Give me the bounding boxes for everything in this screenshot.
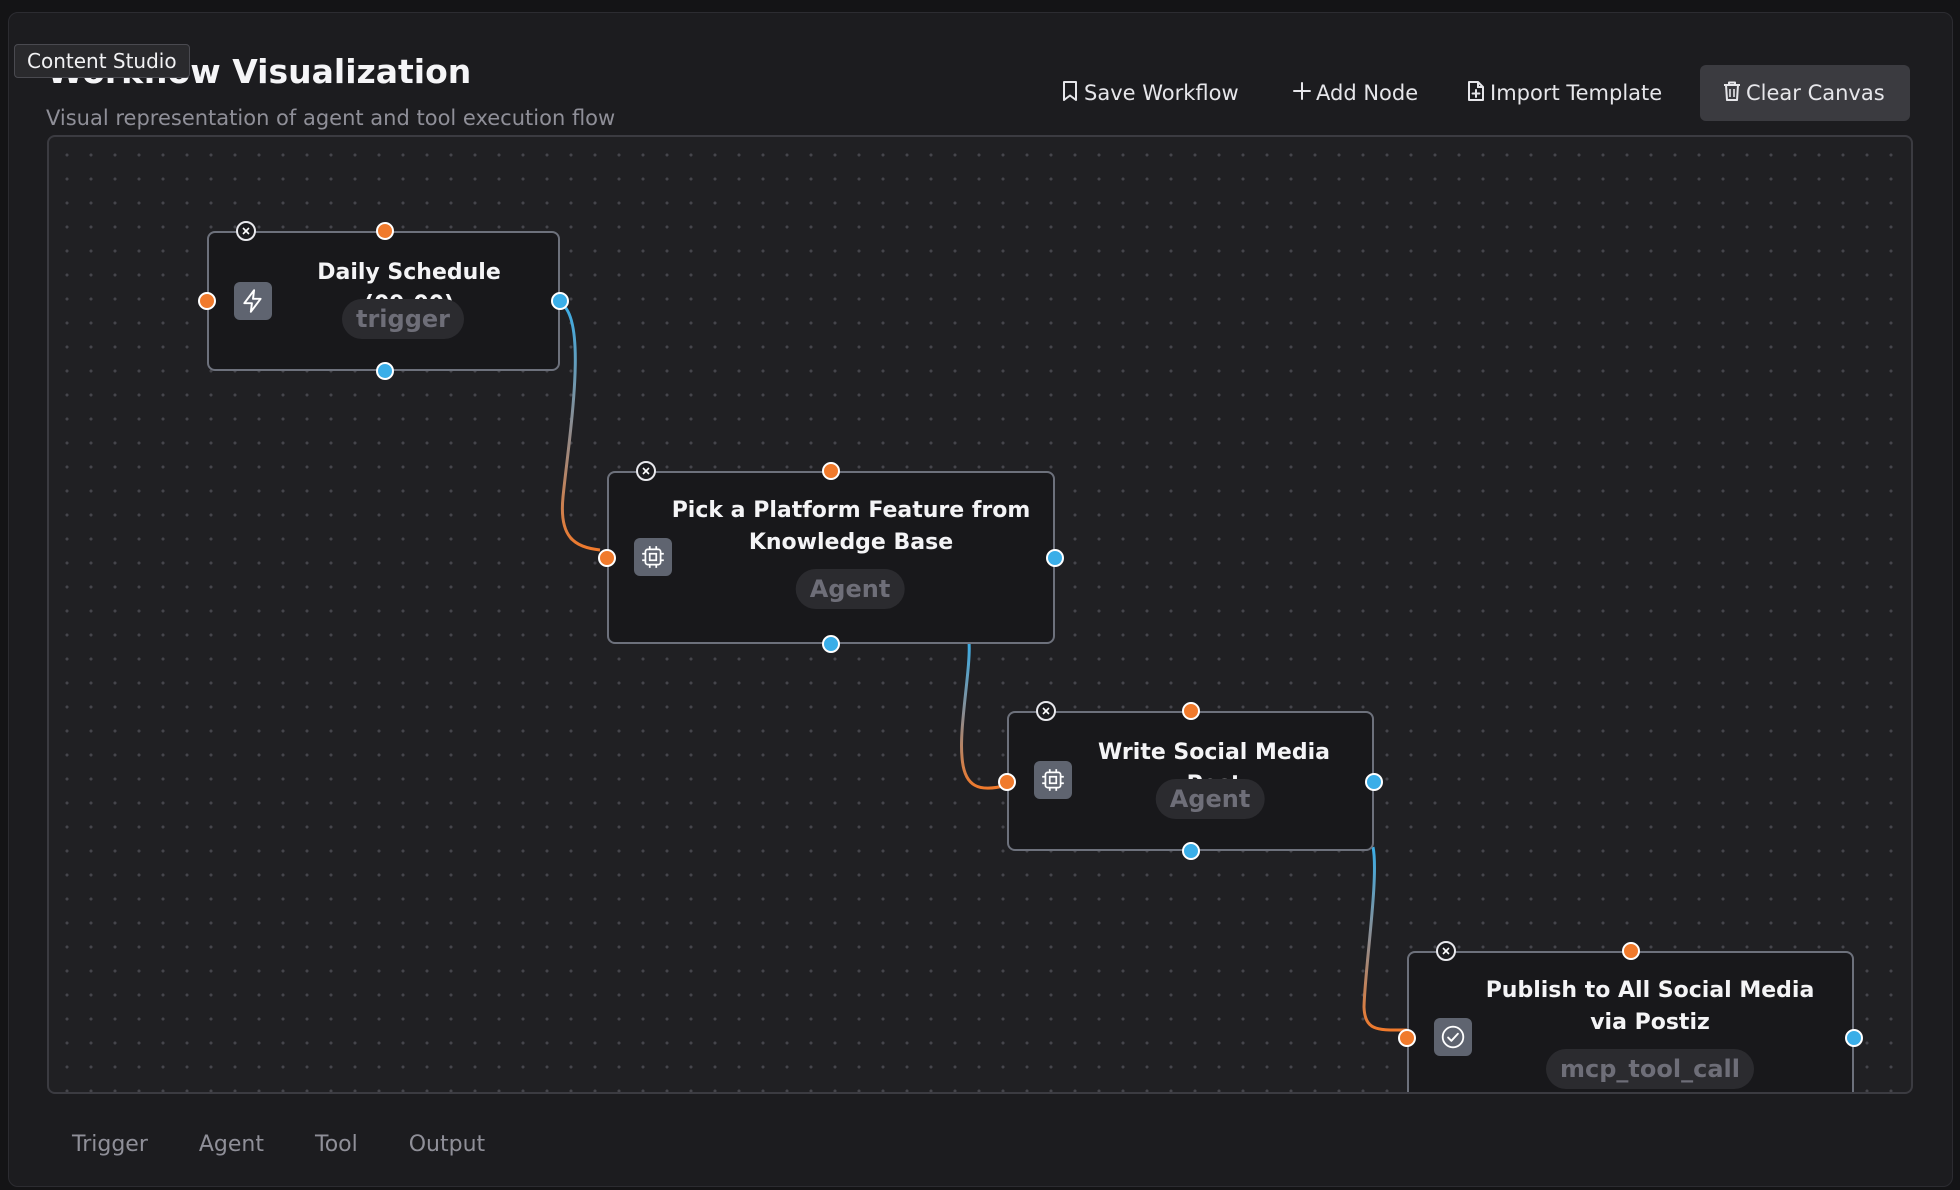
output-port[interactable] <box>1845 1029 1863 1047</box>
node-type-badge: trigger <box>341 299 465 339</box>
legend-output[interactable]: Output <box>408 1132 486 1157</box>
check-circle-icon <box>1434 1018 1472 1056</box>
node-type-badge: Agent <box>1155 779 1265 819</box>
delete-node-icon[interactable] <box>1436 941 1456 961</box>
delete-node-icon[interactable] <box>636 461 656 481</box>
file-plus-icon <box>1466 80 1486 107</box>
input-port[interactable] <box>376 222 394 240</box>
edge-write-to-publish[interactable] <box>1362 846 1408 1032</box>
workflow-node-pick-feature[interactable]: Pick a Platform Feature from Knowledge B… <box>607 471 1055 644</box>
edges-layer <box>559 301 1408 1032</box>
node-type-legend: Trigger Agent Tool Output <box>72 1132 536 1157</box>
clear-canvas-label: Clear Canvas <box>1746 81 1885 105</box>
app-name-tooltip: Content Studio <box>14 44 190 78</box>
output-port[interactable] <box>822 635 840 653</box>
output-port[interactable] <box>1182 842 1200 860</box>
bookmark-icon <box>1060 80 1080 107</box>
import-template-label: Import Template <box>1490 81 1663 105</box>
output-port[interactable] <box>376 362 394 380</box>
input-port[interactable] <box>998 773 1016 791</box>
save-workflow-button[interactable]: Save Workflow <box>1060 65 1239 121</box>
node-type-badge: Agent <box>795 569 905 609</box>
legend-agent[interactable]: Agent <box>198 1132 264 1157</box>
workflow-node-publish[interactable]: Publish to All Social Media via Postiz m… <box>1407 951 1854 1092</box>
output-port[interactable] <box>1365 773 1383 791</box>
legend-tool[interactable]: Tool <box>315 1132 358 1157</box>
add-node-button[interactable]: Add Node <box>1292 65 1418 121</box>
workflow-node-trigger[interactable]: Daily Schedule (09:00) trigger <box>207 231 560 371</box>
input-port[interactable] <box>1622 942 1640 960</box>
import-template-button[interactable]: Import Template <box>1466 65 1662 121</box>
plus-icon <box>1292 81 1312 106</box>
cpu-chip-icon <box>634 538 672 576</box>
toolbar: Save Workflow Add Node Import Template C… <box>1050 65 1910 121</box>
trash-icon <box>1722 80 1742 107</box>
cpu-chip-icon <box>1034 761 1072 799</box>
delete-node-icon[interactable] <box>236 221 256 241</box>
edge-schedule-to-pick[interactable] <box>559 301 601 552</box>
save-workflow-label: Save Workflow <box>1084 81 1239 105</box>
output-port[interactable] <box>1046 549 1064 567</box>
input-port[interactable] <box>1182 702 1200 720</box>
node-title: Pick a Platform Feature from Knowledge B… <box>671 498 1031 555</box>
input-port[interactable] <box>598 549 616 567</box>
add-node-label: Add Node <box>1316 81 1419 105</box>
workflow-canvas[interactable]: Daily Schedule (09:00) trigger Pick a Pl… <box>47 135 1913 1094</box>
clear-canvas-button[interactable]: Clear Canvas <box>1700 65 1910 121</box>
page-subtitle: Visual representation of agent and tool … <box>46 106 616 130</box>
workflow-node-write-post[interactable]: Write Social Media Post Agent <box>1007 711 1374 851</box>
input-port[interactable] <box>1398 1029 1416 1047</box>
edge-pick-to-write[interactable] <box>960 641 1008 790</box>
delete-node-icon[interactable] <box>1036 701 1056 721</box>
lightning-icon <box>234 282 272 320</box>
input-port[interactable] <box>198 292 216 310</box>
node-title: Publish to All Social Media via Postiz <box>1485 978 1815 1035</box>
node-type-badge: mcp_tool_call <box>1546 1049 1754 1089</box>
legend-trigger[interactable]: Trigger <box>72 1132 148 1157</box>
output-port[interactable] <box>551 292 569 310</box>
input-port[interactable] <box>822 462 840 480</box>
